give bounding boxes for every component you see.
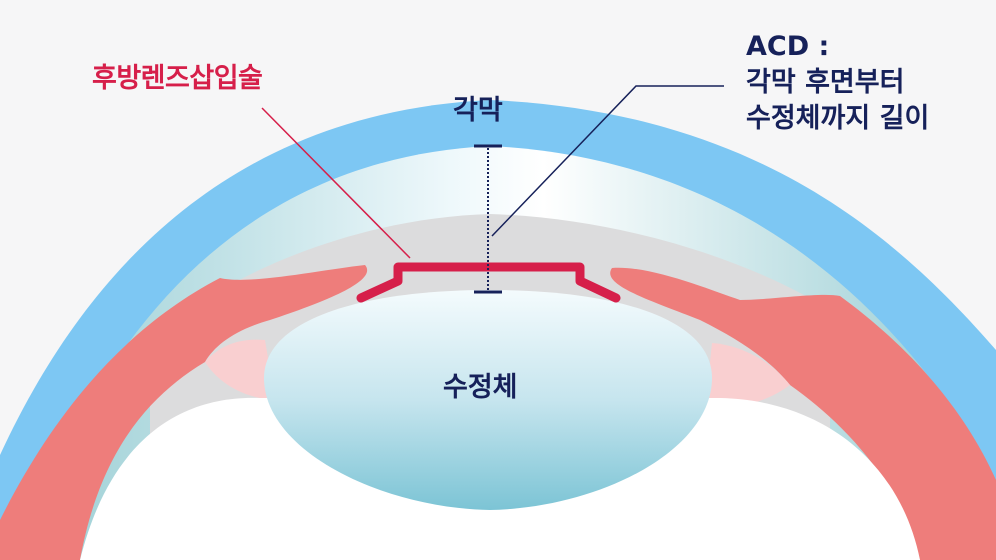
acd-title: ACD : <box>746 31 830 62</box>
cornea-label: 각막 <box>453 95 503 126</box>
lens-label: 수정체 <box>443 372 518 403</box>
acd-description-line1: 각막 후면부터 <box>746 67 905 98</box>
zonule-left-shape <box>205 339 275 400</box>
procedure-label: 후방렌즈삽입술 <box>92 63 263 94</box>
iris-right-shape <box>610 267 996 560</box>
crystalline-lens-shape <box>264 290 712 510</box>
acd-leader-line <box>491 85 724 237</box>
iris-left-shape <box>0 265 368 560</box>
acd-description-line2: 수정체까지 길이 <box>746 103 930 134</box>
procedure-leader-line <box>261 107 411 259</box>
acd-label: ACD : 각막 후면부터 수정체까지 길이 <box>746 29 929 137</box>
implant-lens-shape <box>356 262 621 303</box>
zonule-right-shape <box>705 343 790 410</box>
